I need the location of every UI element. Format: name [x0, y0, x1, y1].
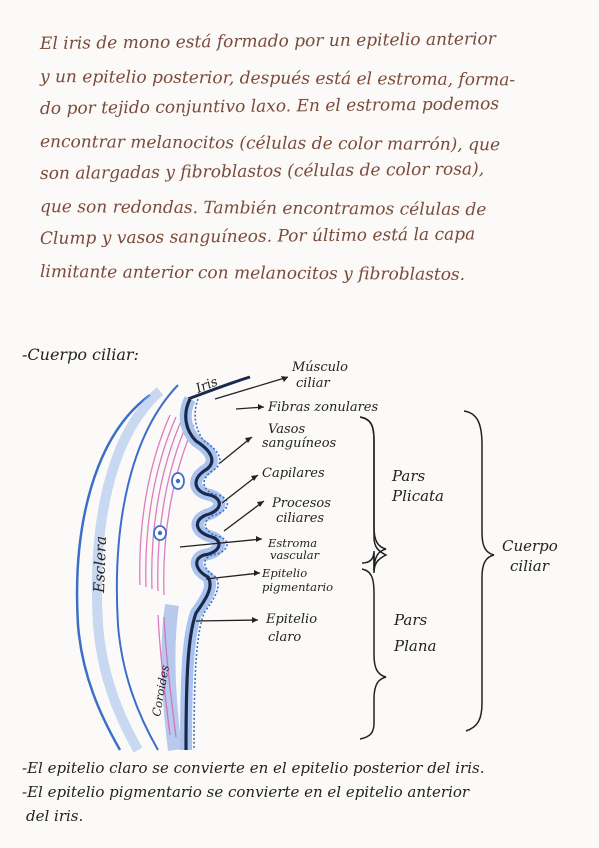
estroma-vascular-label: Estroma: [267, 536, 317, 550]
iris-label: Iris: [193, 374, 220, 397]
pars-plicata-brace-end: [359, 416, 388, 574]
musculo-ciliar-label: Músculo: [291, 360, 348, 375]
cuerpo-ciliar-label: ciliar: [510, 557, 550, 575]
cuerpo-ciliar-brace: [463, 410, 495, 732]
epitelio-pigmentario-label: pigmentario: [262, 580, 333, 594]
pars-plana-label: Pars: [393, 611, 428, 629]
braces: [359, 410, 495, 740]
sclera-outer-line: [75, 393, 151, 751]
notes: -El epitelio claro se convierte en el ep…: [22, 756, 582, 828]
epitelio-pigmentario-label: Epitelio: [261, 566, 307, 580]
paragraph-line: do por tejido conjuntivo laxo. En el est…: [39, 94, 500, 119]
musculo-ciliar-label: ciliar: [296, 376, 331, 391]
epitelio-claro-label: claro: [268, 630, 301, 645]
ciliary-muscle: [139, 414, 195, 738]
vasos-sanguineos-label: sanguíneos: [262, 436, 337, 451]
iris-line: [187, 375, 251, 401]
epitelio-claro-label: Epitelio: [265, 612, 317, 627]
paragraph-line: El iris de mono está formado por un epit…: [39, 29, 496, 54]
sclera-band: [91, 387, 164, 753]
pars-plicata-label: Plicata: [391, 487, 444, 505]
capilares-label: Capilares: [262, 466, 325, 481]
esclera-label: Esclera: [90, 536, 110, 594]
pars-plana-label: Plana: [393, 637, 436, 655]
procesos-ciliares-label: ciliares: [276, 511, 324, 526]
fibras-zonulares-label: Fibras zonulares: [267, 400, 379, 415]
blood-vessel: [171, 472, 185, 490]
arrowheads: [245, 376, 288, 623]
ciliary-processes-line: [184, 398, 221, 751]
pigment-epithelium-line: [193, 398, 229, 751]
iris-paragraph: El iris de mono está formado por un epit…: [40, 28, 570, 288]
paragraph-line: limitante anterior con melanocitos y fib…: [39, 261, 466, 285]
blood-vessel: [153, 525, 167, 541]
pars-plicata-brace: [359, 416, 387, 572]
vasos-sanguineos-label: Vasos: [268, 422, 305, 437]
pars-plana-brace: [359, 568, 387, 740]
sclera-inner-line: [115, 384, 179, 751]
note-line: -El epitelio pigmentario se convierte en…: [22, 783, 470, 801]
section-title: -Cuerpo ciliar:: [22, 345, 139, 364]
diagram-svg: Iris Esclera Coroides Músculo ciliar Fib…: [75, 360, 558, 753]
note-line: del iris.: [26, 807, 84, 825]
estroma-vascular-label: vascular: [270, 548, 321, 562]
ciliary-body-diagram: Iris Esclera Coroides Músculo ciliar Fib…: [0, 355, 599, 755]
pars-plicata-label: Pars: [391, 467, 426, 485]
procesos-ciliares-label: Procesos: [271, 496, 331, 511]
paragraph-line: son alargadas y fibroblastos (células de…: [39, 159, 485, 184]
note-line: -El epitelio claro se convierte en el ep…: [22, 759, 485, 777]
cuerpo-ciliar-label: Cuerpo: [502, 537, 558, 555]
label-arrows: [179, 376, 289, 622]
paragraph-line: Clump y vasos sanguíneos. Por último est…: [39, 224, 476, 249]
